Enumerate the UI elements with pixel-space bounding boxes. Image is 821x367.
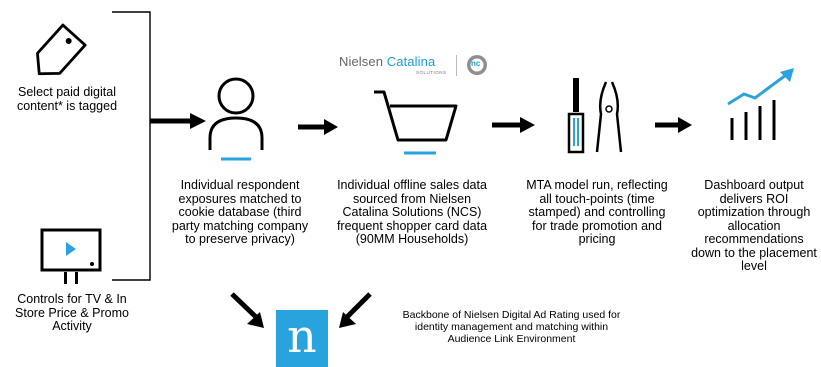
nielsen-catalina-logo: Nielsen Catalina SOLUTIONS nc xyxy=(339,53,499,81)
dashboard-label: Dashboard output delivers ROI optimizati… xyxy=(691,178,817,273)
sales-label: Individual offline sales data sourced fr… xyxy=(336,178,488,246)
tv-label: Controls for TV & In Store Price & Promo… xyxy=(15,292,129,333)
logo-divider xyxy=(456,55,457,76)
backbone-label: Backbone of Nielsen Digital Ad Rating us… xyxy=(402,309,621,345)
nc-badge-icon xyxy=(467,55,487,75)
mta-label: MTA model run, reflecting all touch-poin… xyxy=(526,178,668,246)
tag-label: Select paid digital content* is tagged xyxy=(16,85,118,113)
nielsen-n-logo: n xyxy=(276,310,328,367)
respondent-label: Individual respondent exposures matched … xyxy=(171,178,309,246)
